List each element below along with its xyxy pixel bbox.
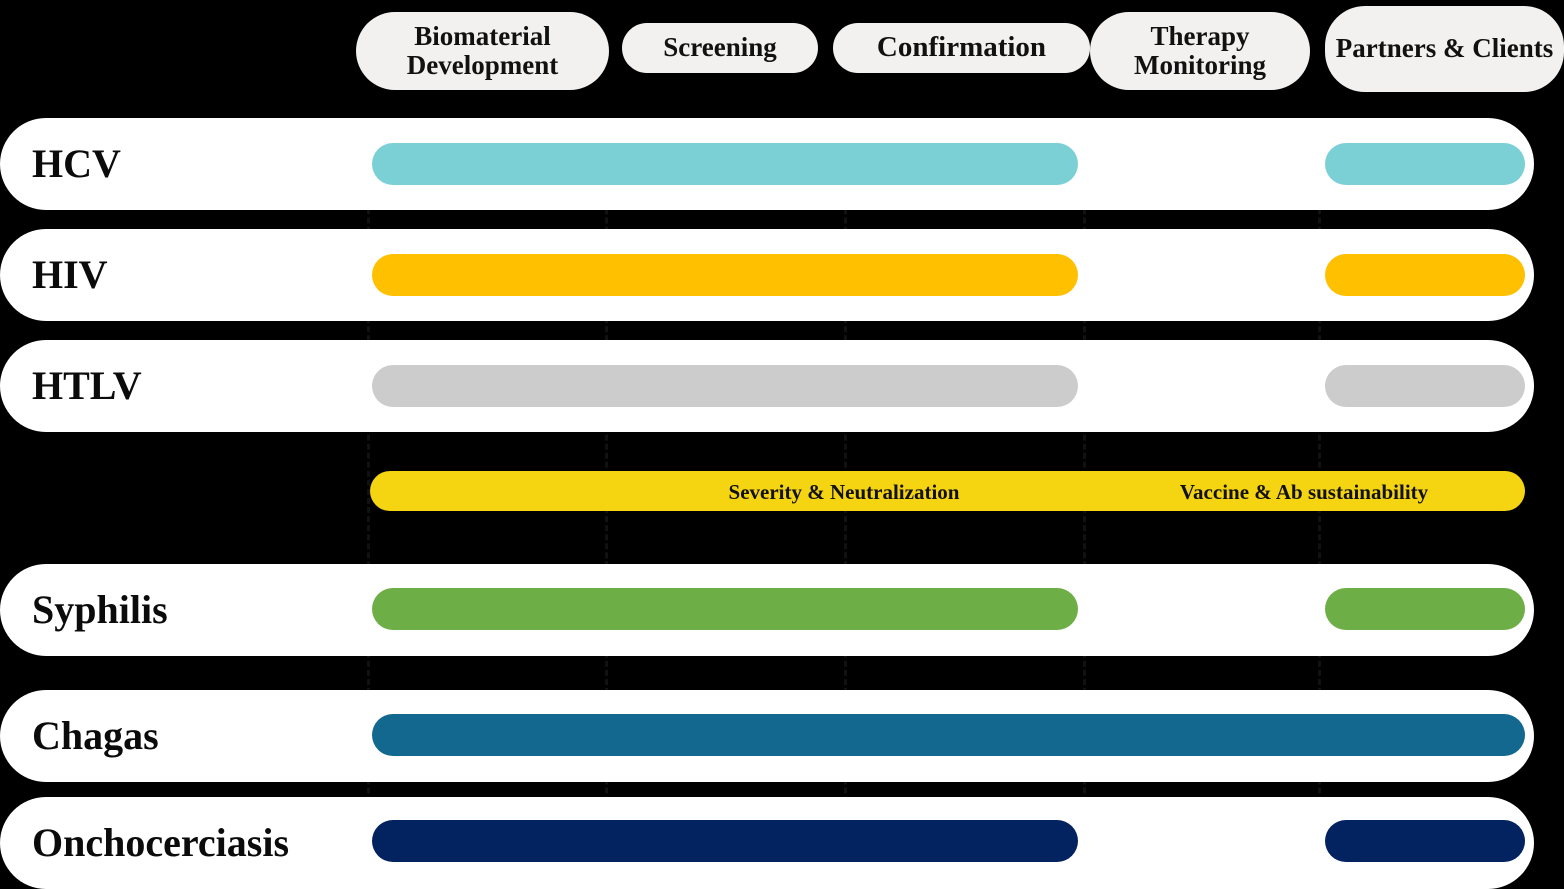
row-label-htlv: HTLV: [32, 363, 142, 408]
row-label-chagas: Chagas: [32, 713, 159, 758]
bar-htlv-main[interactable]: [372, 365, 1078, 407]
bar-chagas-full[interactable]: [372, 714, 1525, 756]
bar-syphilis-main[interactable]: [372, 588, 1078, 630]
annotation-label-vaccine-ab-sustainability: Vaccine & Ab sustainability: [1179, 480, 1429, 504]
bar-hiv-partners[interactable]: [1325, 254, 1525, 296]
bar-htlv-partners[interactable]: [1325, 365, 1525, 407]
bar-hcv-main[interactable]: [372, 143, 1078, 185]
row-label-syphilis: Syphilis: [32, 587, 168, 632]
column-header-confirmation[interactable]: Confirmation: [833, 23, 1090, 73]
column-header-screening[interactable]: Screening: [622, 23, 818, 73]
divider-1: [367, 118, 370, 884]
bar-onchocerciasis-main[interactable]: [372, 820, 1078, 862]
column-header-partners-clients[interactable]: Partners & Clients: [1325, 6, 1564, 92]
covid-annotation-bar[interactable]: [370, 471, 1525, 511]
bar-hcv-partners[interactable]: [1325, 143, 1525, 185]
row-label-onchocerciasis: Onchocerciasis: [32, 820, 290, 865]
annotation-label-severity-neutralization: Severity & Neutralization: [728, 480, 960, 504]
bar-onchocerciasis-partners[interactable]: [1325, 820, 1525, 862]
bar-hiv-main[interactable]: [372, 254, 1078, 296]
row-label-hcv: HCV: [32, 141, 121, 186]
bar-syphilis-partners[interactable]: [1325, 588, 1525, 630]
row-label-hiv: HIV: [32, 252, 108, 297]
column-header-biomaterial-development[interactable]: Biomaterial Development: [356, 12, 609, 90]
column-header-therapy-monitoring[interactable]: Therapy Monitoring: [1090, 12, 1310, 90]
